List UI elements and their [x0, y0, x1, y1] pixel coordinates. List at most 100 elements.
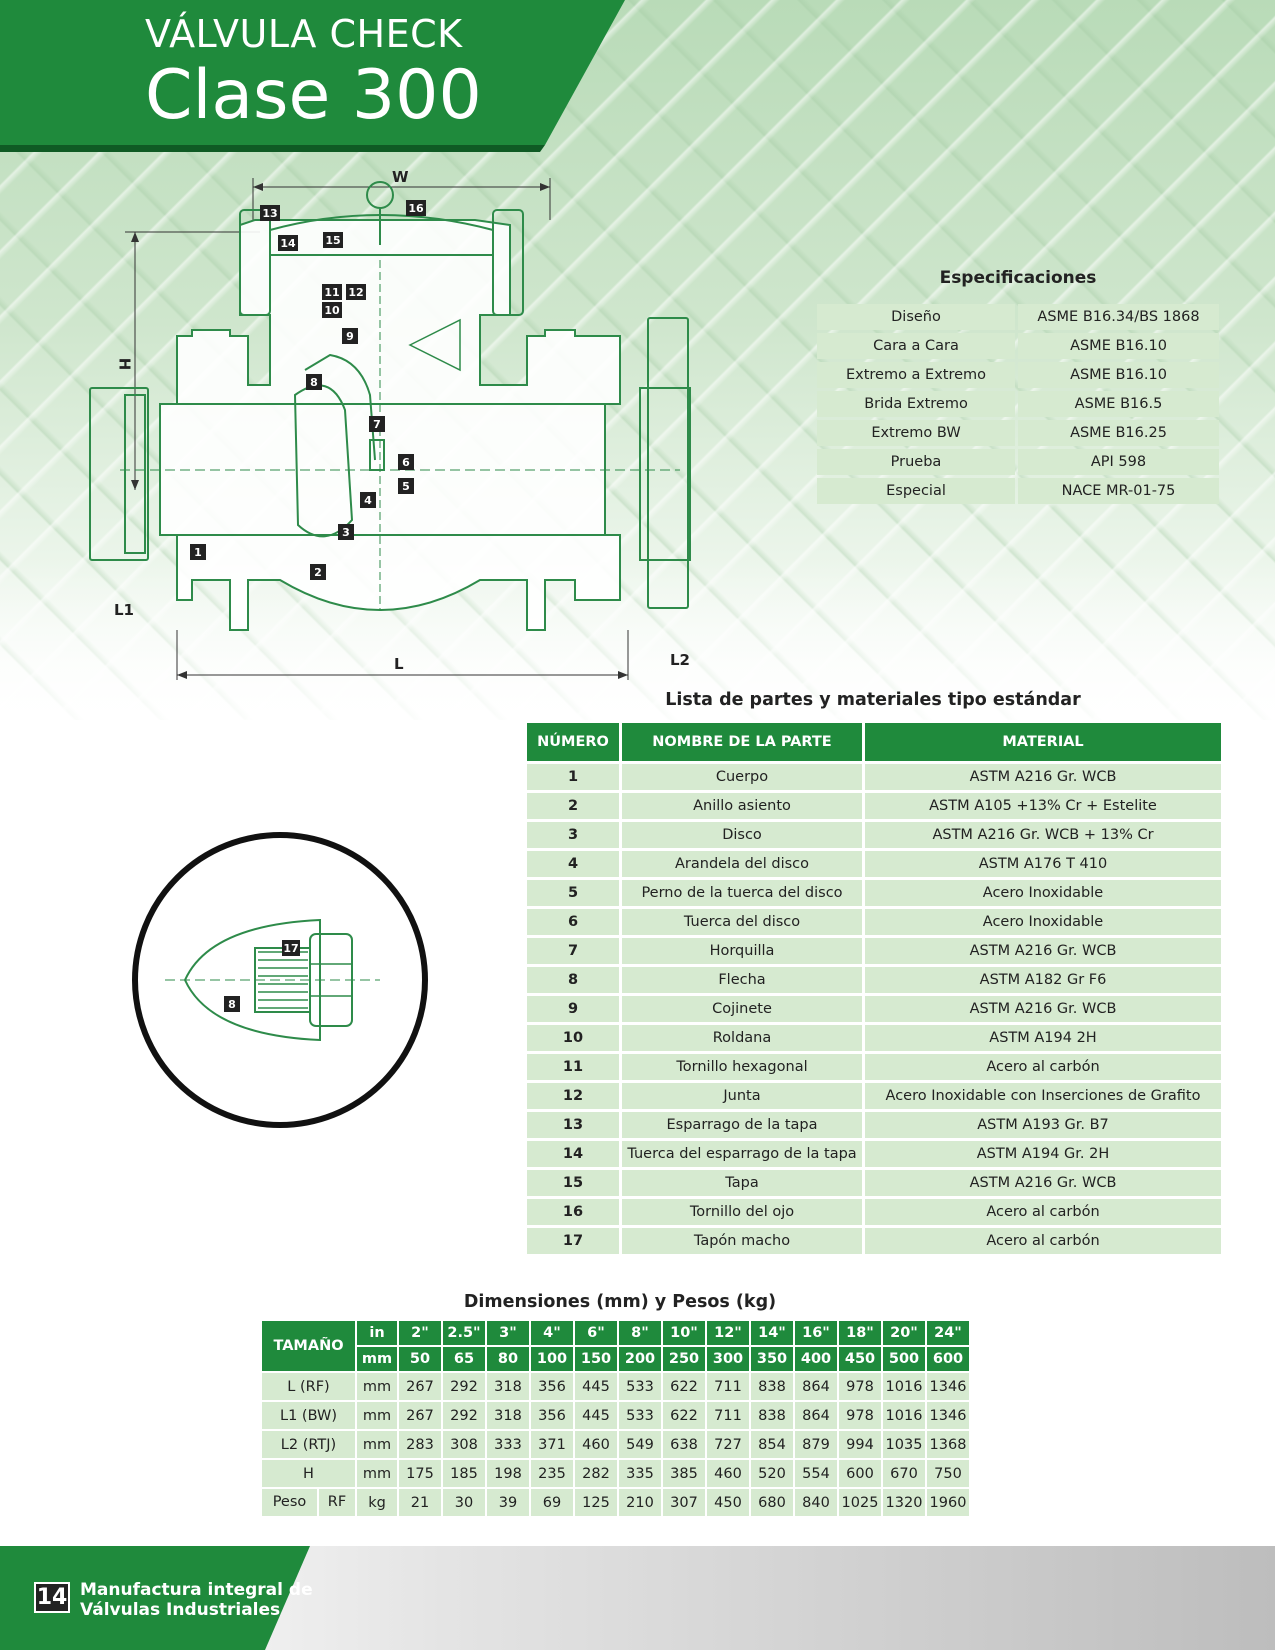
part-number: 13	[527, 1112, 619, 1138]
dim-value: 711	[707, 1402, 749, 1429]
dim-row-unit: mm	[357, 1402, 397, 1429]
tag-14: 14	[280, 237, 296, 250]
size-in: 6"	[575, 1321, 617, 1345]
tag-2: 2	[314, 566, 322, 579]
dim-value: 235	[531, 1460, 573, 1487]
part-name: Perno de la tuerca del disco	[622, 880, 862, 906]
peso-value: 307	[663, 1489, 705, 1516]
dim-value: 385	[663, 1460, 705, 1487]
dim-value: 460	[707, 1460, 749, 1487]
part-number: 16	[527, 1199, 619, 1225]
part-name: Tapa	[622, 1170, 862, 1196]
dim-row-label: L (RF)	[262, 1373, 355, 1400]
part-material: ASTM A216 Gr. WCB + 13% Cr	[865, 822, 1221, 848]
detail-tag-17: 17	[283, 942, 298, 955]
size-mm: 150	[575, 1347, 617, 1371]
dim-value: 282	[575, 1460, 617, 1487]
dim-value: 267	[399, 1373, 441, 1400]
dim-value: 335	[619, 1460, 661, 1487]
footer-line2: Válvulas Industriales	[80, 1600, 281, 1620]
size-in: 24"	[927, 1321, 969, 1345]
part-name: Cojinete	[622, 996, 862, 1022]
part-name: Flecha	[622, 967, 862, 993]
dim-value: 1346	[927, 1402, 969, 1429]
size-mm: 300	[707, 1347, 749, 1371]
tamano-header: TAMAÑO	[262, 1321, 355, 1371]
part-material: Acero Inoxidable	[865, 880, 1221, 906]
in-unit-header: in	[357, 1321, 397, 1345]
part-name: Tuerca del disco	[622, 909, 862, 935]
parts-header-material: MATERIAL	[865, 723, 1221, 761]
dim-value: 371	[531, 1431, 573, 1458]
tag-1: 1	[194, 546, 202, 559]
part-number: 3	[527, 822, 619, 848]
part-name: Horquilla	[622, 938, 862, 964]
size-in: 2"	[399, 1321, 441, 1345]
size-mm: 200	[619, 1347, 661, 1371]
detail-tag-8: 8	[228, 998, 236, 1011]
tag-16: 16	[408, 202, 424, 215]
spec-value: ASME B16.34/BS 1868	[1018, 304, 1219, 330]
part-number: 11	[527, 1054, 619, 1080]
dim-value: 445	[575, 1402, 617, 1429]
peso-value: 210	[619, 1489, 661, 1516]
size-in: 4"	[531, 1321, 573, 1345]
part-material: ASTM A194 2H	[865, 1025, 1221, 1051]
size-mm: 500	[883, 1347, 925, 1371]
dim-value: 1016	[883, 1402, 925, 1429]
part-material: ASTM A193 Gr. B7	[865, 1112, 1221, 1138]
peso-value: 125	[575, 1489, 617, 1516]
part-number: 4	[527, 851, 619, 877]
dim-value: 854	[751, 1431, 793, 1458]
dim-value: 638	[663, 1431, 705, 1458]
dim-value: 978	[839, 1402, 881, 1429]
dim-row-unit: mm	[357, 1460, 397, 1487]
size-in: 10"	[663, 1321, 705, 1345]
dim-row-label: H	[262, 1460, 355, 1487]
dim-value: 750	[927, 1460, 969, 1487]
tag-8: 8	[310, 376, 318, 389]
dim-value: 533	[619, 1402, 661, 1429]
spec-value: NACE MR-01-75	[1018, 478, 1219, 504]
size-mm: 50	[399, 1347, 441, 1371]
peso-value: 1960	[927, 1489, 969, 1516]
dim-value: 460	[575, 1431, 617, 1458]
peso-value: 69	[531, 1489, 573, 1516]
size-mm: 450	[839, 1347, 881, 1371]
tag-4: 4	[364, 494, 372, 507]
dim-label-l1: L1	[114, 601, 134, 619]
part-material: Acero Inoxidable	[865, 909, 1221, 935]
size-mm: 350	[751, 1347, 793, 1371]
title-banner: VÁLVULA CHECK Clase 300	[0, 0, 640, 152]
part-material: Acero al carbón	[865, 1199, 1221, 1225]
size-in: 8"	[619, 1321, 661, 1345]
spec-value: API 598	[1018, 449, 1219, 475]
size-mm: 65	[443, 1347, 485, 1371]
part-number: 12	[527, 1083, 619, 1109]
part-name: Tornillo hexagonal	[622, 1054, 862, 1080]
dim-value: 283	[399, 1431, 441, 1458]
spec-value: ASME B16.10	[1018, 333, 1219, 359]
spec-value: ASME B16.10	[1018, 362, 1219, 388]
size-mm: 600	[927, 1347, 969, 1371]
size-in: 12"	[707, 1321, 749, 1345]
